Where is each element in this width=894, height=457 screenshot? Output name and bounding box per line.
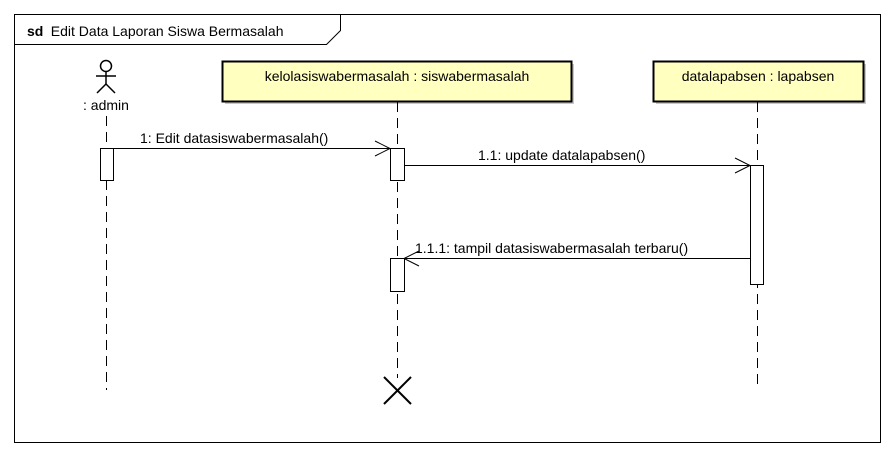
actor-head: [99, 59, 113, 73]
frame-title-tab: [14, 14, 341, 45]
actor-label: : admin: [83, 97, 129, 113]
frame-title-text: Edit Data Laporan Siswa Bermasalah: [51, 23, 284, 39]
actor-admin: [96, 59, 116, 94]
lifeline-kelola-box: [221, 60, 573, 103]
actor-leg-left: [96, 83, 107, 94]
message-2-arrowhead: [734, 157, 752, 174]
destroy-marker-icon: [383, 376, 412, 405]
activation-kelola-2: [390, 258, 405, 292]
frame-keyword: sd: [27, 23, 43, 39]
lifeline-kelola-label: kelolasiswabermasalah : siswabermasalah: [265, 68, 530, 84]
lifeline-datalap-label: datalapabsen : lapabsen: [682, 68, 835, 84]
message-2-label: 1.1: update datalapabsen(): [478, 147, 645, 163]
activation-kelola-1: [390, 148, 405, 181]
actor-leg-right: [105, 83, 116, 94]
frame-title: sd Edit Data Laporan Siswa Bermasalah: [27, 23, 283, 40]
activation-admin: [100, 148, 114, 181]
message-3-label: 1.1.1: tampil datasiswabermasalah terbar…: [415, 240, 688, 256]
activation-datalap: [750, 165, 764, 285]
diagram-frame: [14, 14, 881, 443]
message-1-arrowhead: [374, 140, 392, 157]
message-1-label: 1: Edit datasiswabermasalah(): [140, 130, 328, 146]
lifeline-datalap-box: [652, 60, 865, 103]
message-3-arrowhead: [402, 250, 420, 267]
